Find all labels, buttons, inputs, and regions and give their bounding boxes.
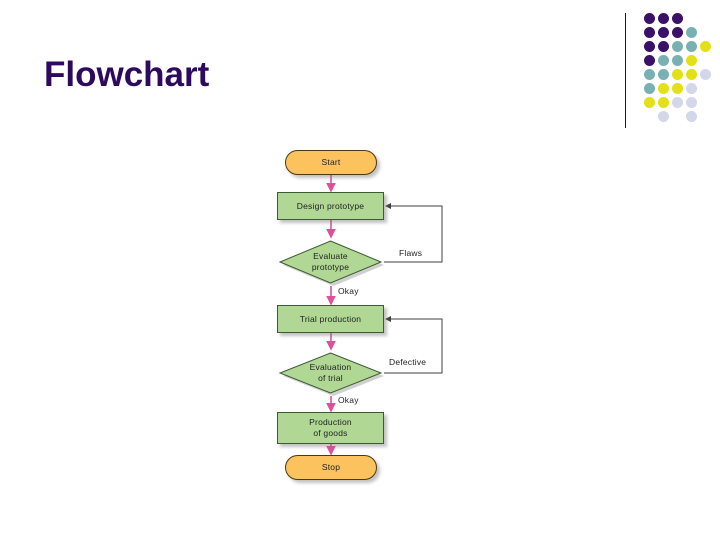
dot-matrix-decoration (644, 13, 720, 129)
flow-node-label: Start (321, 157, 341, 168)
decorative-dot (686, 111, 697, 122)
edge-label-okay-1: Okay (338, 286, 359, 296)
flow-node-label: Design prototype (296, 200, 365, 211)
decorative-dot (686, 41, 697, 52)
decorative-dot (658, 27, 669, 38)
decorative-dot (686, 83, 697, 94)
flow-node-start: Start (285, 150, 377, 175)
edge-label-flaws: Flaws (399, 248, 423, 258)
decorative-dot (658, 55, 669, 66)
decorative-dot (672, 83, 683, 94)
decorative-dot (672, 41, 683, 52)
edge-label-defective: Defective (389, 357, 427, 367)
flow-node-label: Stop (321, 462, 341, 473)
flow-node-trial-production: Trial production (277, 305, 384, 333)
decorative-dot (658, 69, 669, 80)
decorative-dot (658, 13, 669, 24)
decorative-dot (644, 27, 655, 38)
decorative-dot (644, 69, 655, 80)
edge-label-okay-2: Okay (338, 395, 359, 405)
decorative-dot (644, 55, 655, 66)
decorative-dot (686, 97, 697, 108)
decorative-dot (644, 97, 655, 108)
decorative-dot (672, 27, 683, 38)
flow-node-stop: Stop (285, 455, 377, 480)
decorative-dot (686, 27, 697, 38)
diamond-shape (278, 352, 384, 396)
flow-node-design-prototype: Design prototype (277, 192, 384, 220)
decorative-dot (658, 41, 669, 52)
decorative-dot (686, 55, 697, 66)
decorative-dot (644, 41, 655, 52)
decorative-dot (644, 83, 655, 94)
diamond-shape (278, 240, 384, 286)
decorative-dot (658, 97, 669, 108)
decorative-dot (686, 69, 697, 80)
decorative-dot (700, 41, 711, 52)
decorative-dot (672, 69, 683, 80)
decorative-dot (672, 97, 683, 108)
decorative-dot (672, 13, 683, 24)
page-title: Flowchart (44, 55, 210, 94)
flow-node-label: Trial production (299, 313, 362, 324)
decorative-dot (672, 55, 683, 66)
vertical-rule-decoration (625, 13, 626, 128)
decorative-dot (658, 111, 669, 122)
decorative-dot (644, 13, 655, 24)
decorative-dot (700, 69, 711, 80)
decorative-dot (658, 83, 669, 94)
